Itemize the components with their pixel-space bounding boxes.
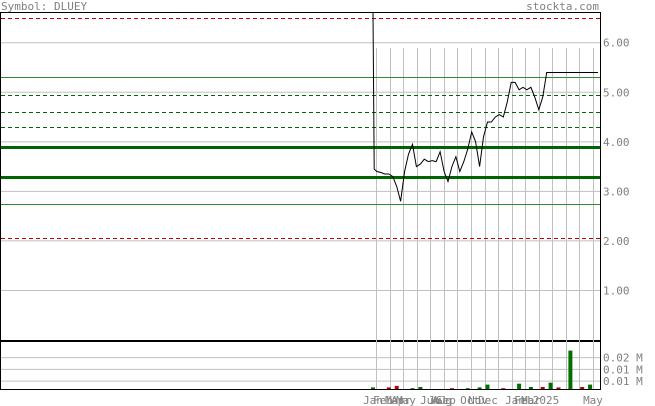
volume-bar xyxy=(371,387,375,389)
volume-bar xyxy=(540,387,545,389)
volume-bar xyxy=(465,388,470,389)
symbol-label: Symbol: DLUEY xyxy=(1,0,87,13)
x-axis-label: Oct xyxy=(460,394,480,406)
price-line xyxy=(372,12,598,202)
x-axis-label: Mar xyxy=(521,394,541,406)
x-axis-label: 2025 xyxy=(533,394,560,406)
price-tick-label: 3.00 xyxy=(603,185,630,198)
x-axis-label: May xyxy=(583,394,603,406)
x-axis-label: Apr xyxy=(391,394,411,406)
volume-bar xyxy=(556,387,561,389)
x-axis-label: Feb xyxy=(514,394,534,406)
volume-tick-label: 0.02 M xyxy=(603,352,643,365)
volume-bar xyxy=(418,387,423,389)
grid xyxy=(1,42,600,389)
x-axis-label: Aug xyxy=(432,394,452,406)
support-resistance-levels xyxy=(1,18,600,239)
price-tick-label: 1.00 xyxy=(603,284,630,297)
price-tick-label: 6.00 xyxy=(603,37,630,50)
volume-bar xyxy=(477,387,482,389)
volume-bar xyxy=(517,383,522,389)
volume-bar xyxy=(394,385,399,389)
volume-tick-label: 0.01 M xyxy=(603,363,643,376)
volume-bar xyxy=(410,388,415,389)
price-tick-label: 4.00 xyxy=(603,136,630,149)
volume-tick-label: 0.01 M xyxy=(603,375,643,388)
x-axis-label: Jan xyxy=(363,394,383,406)
price-tick-label: 2.00 xyxy=(603,235,630,248)
x-axis-label: Sep xyxy=(436,394,456,406)
x-axis-label: Mar xyxy=(385,394,405,406)
volume-bar xyxy=(528,387,533,389)
x-axis-label: Jul xyxy=(428,394,448,406)
volume-bar xyxy=(485,384,490,389)
price-tick-label: 5.00 xyxy=(603,86,630,99)
volume-bars xyxy=(371,350,593,389)
x-axis-label: Nov xyxy=(468,394,488,406)
volume-bar xyxy=(449,388,454,389)
price-series xyxy=(372,12,598,202)
site-label: stockta.com xyxy=(526,0,599,13)
x-axis-label: May xyxy=(396,394,416,406)
x-axis-label: Dec xyxy=(478,394,498,406)
volume-bar xyxy=(386,387,391,389)
x-axis-label: Feb xyxy=(373,394,393,406)
x-axis-label: Jun xyxy=(420,394,440,406)
volume-axis-ticks: 0.02 M0.01 M0.01 M xyxy=(603,352,643,389)
volume-bar xyxy=(568,350,573,389)
price-axis-ticks: 6.00 5.00 4.00 3.00 2.00 1.00 xyxy=(603,37,630,298)
volume-bar xyxy=(580,387,585,389)
volume-bar xyxy=(548,382,553,389)
x-axis-label: Jan xyxy=(505,394,525,406)
volume-panel-frame xyxy=(0,341,601,390)
volume-bar xyxy=(588,384,593,389)
volume-bar xyxy=(501,388,506,389)
price-panel-frame xyxy=(0,12,601,341)
